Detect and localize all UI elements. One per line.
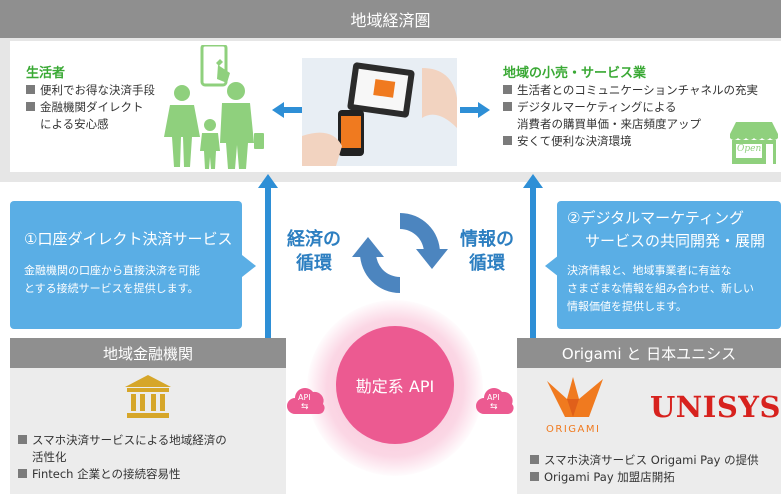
retail-bullet: 安くて便利な決済環境 — [503, 133, 778, 150]
consumer-title: 生活者 — [26, 66, 66, 81]
regional-bank-bullets: スマホ決済サービスによる地域経済の 活性化 Fintech 企業との接続容易性 — [18, 432, 280, 483]
bank-bullet: Fintech 企業との接続容易性 — [18, 466, 280, 483]
digital-marketing-service-box — [557, 201, 781, 329]
shop-icon: Open — [728, 120, 780, 164]
api-cloud-icon-right: API ⇆ — [476, 384, 516, 418]
arrow-right-icon — [460, 102, 490, 118]
bank-bullet: 活性化 — [32, 450, 67, 464]
partners-bullet: スマホ決済サービス Origami Pay の提供 — [530, 452, 780, 469]
digital-marketing-text: 決済情報と、地域事業者に有益な さまざまな情報を組み合わせ、新しい 情報価値を提… — [567, 264, 754, 313]
cycle-arrows-icon — [352, 213, 448, 293]
partners-bullets: スマホ決済サービス Origami Pay の提供 Origami Pay 加盟… — [530, 452, 780, 486]
economy-cycle-label: 経済の循環 — [287, 229, 341, 274]
bank-building-icon — [125, 375, 171, 418]
retail-title: 地域の小売・サービス業 — [503, 66, 647, 81]
account-direct-service-text: 金融機関の口座から直接決済を可能 とする接続サービスを提供します。 — [24, 264, 200, 295]
bank-bullet: スマホ決済サービスによる地域経済の — [18, 432, 280, 449]
origami-wordmark: ORIGAMI — [546, 424, 601, 435]
payment-photo — [302, 58, 457, 166]
callout-pointer-right — [545, 255, 559, 277]
core-banking-api-label: 勘定系 API — [355, 377, 435, 396]
retail-bullets: 生活者とのコミュニケーションチャネルの充実 デジタルマーケティングによる 消費者… — [503, 82, 778, 150]
retail-bullet: 消費者の購買単価・来店頻度アップ — [517, 117, 701, 131]
consumer-bullet: による安心感 — [40, 117, 109, 131]
unisys-logo: UNISYS — [650, 390, 781, 424]
regional-economy-title: 地域経済圏 — [0, 0, 781, 38]
partners-title: Origami と 日本ユニシス — [517, 338, 781, 368]
information-cycle-label: 情報の循環 — [460, 229, 514, 274]
core-banking-api-circle: 勘定系 API — [336, 326, 454, 444]
digital-marketing-title-line1: ②デジタルマーケティング — [567, 209, 744, 227]
shop-sign: Open — [737, 144, 762, 154]
arrow-up-left-icon — [258, 174, 278, 340]
arrow-left-icon — [272, 102, 302, 118]
consumer-bullet: 便利でお得な決済手段 — [26, 82, 186, 99]
arrow-up-right-icon — [523, 174, 543, 340]
account-direct-service-title: ①口座ダイレクト決済サービス — [24, 230, 233, 248]
retail-bullet: 生活者とのコミュニケーションチャネルの充実 — [503, 82, 778, 99]
callout-pointer-left — [242, 255, 256, 277]
consumer-bullet: 金融機関ダイレクト — [26, 99, 186, 116]
digital-marketing-title-line2: サービスの共同開発・展開 — [585, 232, 766, 250]
origami-logo — [547, 377, 603, 417]
regional-bank-title: 地域金融機関 — [10, 338, 286, 368]
family-icon — [164, 45, 264, 169]
account-direct-service-box — [10, 201, 242, 329]
api-cloud-icon-left: API ⇆ — [287, 384, 327, 418]
retail-bullet: デジタルマーケティングによる — [503, 99, 778, 116]
partners-bullet: Origami Pay 加盟店開拓 — [530, 469, 780, 486]
consumer-bullets: 便利でお得な決済手段 金融機関ダイレクト による安心感 — [26, 82, 186, 133]
partners-box — [517, 368, 781, 494]
